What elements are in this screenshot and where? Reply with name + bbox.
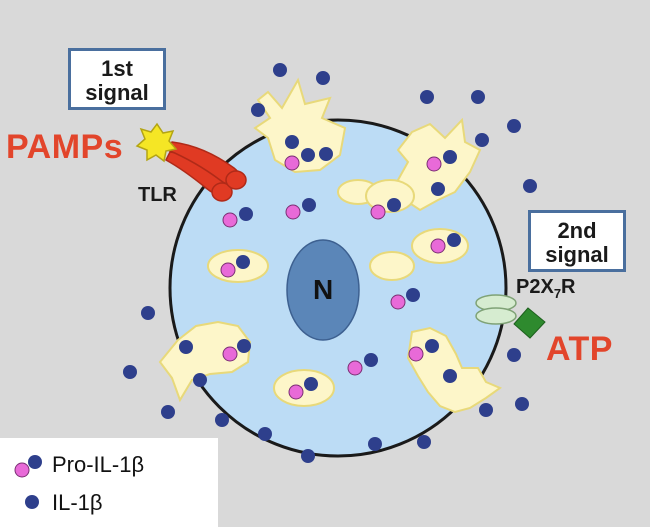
pro-il1b-pair — [222, 207, 253, 228]
il1b-dot — [475, 133, 489, 147]
pro-il1b-pair — [430, 233, 461, 254]
vesicle — [369, 251, 415, 281]
vesicle — [273, 369, 335, 407]
legend-pro-il1b-navy-icon — [28, 455, 42, 469]
il1b-dot — [507, 348, 521, 362]
il1b-dot — [479, 403, 493, 417]
il1b-dot — [285, 135, 299, 149]
pro-il1b-pair — [390, 288, 420, 310]
pro-il1b-pair — [284, 147, 333, 171]
p2x7r-suffix: R — [561, 276, 576, 298]
pro-il1b-pair — [408, 339, 439, 362]
pamp-star-icon — [135, 122, 178, 163]
legend-il1b-icon — [25, 495, 39, 509]
first-signal-line2: signal — [85, 80, 149, 105]
atp-diamond-icon — [513, 307, 546, 339]
il1b-dot — [123, 365, 137, 379]
second-signal-line1: 2nd — [557, 218, 597, 243]
il1b-dot — [141, 306, 155, 320]
first-signal-box: 1st signal — [68, 48, 166, 110]
legend-label-il1b: IL-1β — [52, 490, 103, 515]
pro-il1b-pair — [285, 198, 316, 220]
il1b-dot — [161, 405, 175, 419]
pamps-label: PAMPs — [6, 128, 124, 166]
pro-il1b-pair — [288, 377, 318, 400]
il1b-dot — [417, 435, 431, 449]
tlr-receptor — [165, 141, 247, 202]
tlr-label: TLR — [138, 184, 177, 206]
il1b-dot — [273, 63, 287, 77]
il1b-dot — [251, 103, 265, 117]
p2x7r-subscript: 7 — [553, 286, 562, 301]
vesicle — [365, 179, 415, 213]
legend-symbol-layer — [14, 455, 42, 509]
p2x7r-receptor — [475, 294, 517, 325]
atp-label: ATP — [546, 330, 613, 368]
p2x7r-prefix: P2X — [516, 276, 554, 298]
legend-pro-il1b-pink-icon — [14, 462, 30, 478]
il1b-dot — [179, 340, 193, 354]
pro-il1b-pair — [220, 255, 250, 278]
il1b-dot — [471, 90, 485, 104]
nucleus-label: N — [313, 274, 334, 305]
il1b-dot — [515, 397, 529, 411]
il1b-dot — [193, 373, 207, 387]
p2x7r-label: P2X7R — [516, 276, 576, 301]
il1b-dot — [258, 427, 272, 441]
first-signal-line1: 1st — [101, 56, 133, 81]
il1b-dot — [316, 71, 330, 85]
pro-il1b-pair — [426, 150, 457, 172]
pro-il1b-pairs — [220, 147, 461, 400]
second-signal-line2: signal — [545, 242, 609, 267]
il1b-dot — [507, 119, 521, 133]
pro-il1b-pair — [370, 198, 401, 220]
il1b-dot — [420, 90, 434, 104]
pro-il1b-pair — [222, 339, 251, 362]
il1b-dot — [431, 182, 445, 196]
legend-box — [0, 438, 218, 527]
il1b-dot — [523, 179, 537, 193]
il1b-dot — [443, 369, 457, 383]
second-signal-box: 2nd signal — [528, 210, 626, 272]
il1b-dots — [123, 63, 537, 463]
il1b-dot — [368, 437, 382, 451]
nucleus — [286, 239, 360, 341]
il1b-dot — [301, 449, 315, 463]
legend-label-pro-il1b: Pro-IL-1β — [52, 452, 145, 477]
pro-il1b-pair — [347, 353, 378, 376]
il1b-dot — [215, 413, 229, 427]
